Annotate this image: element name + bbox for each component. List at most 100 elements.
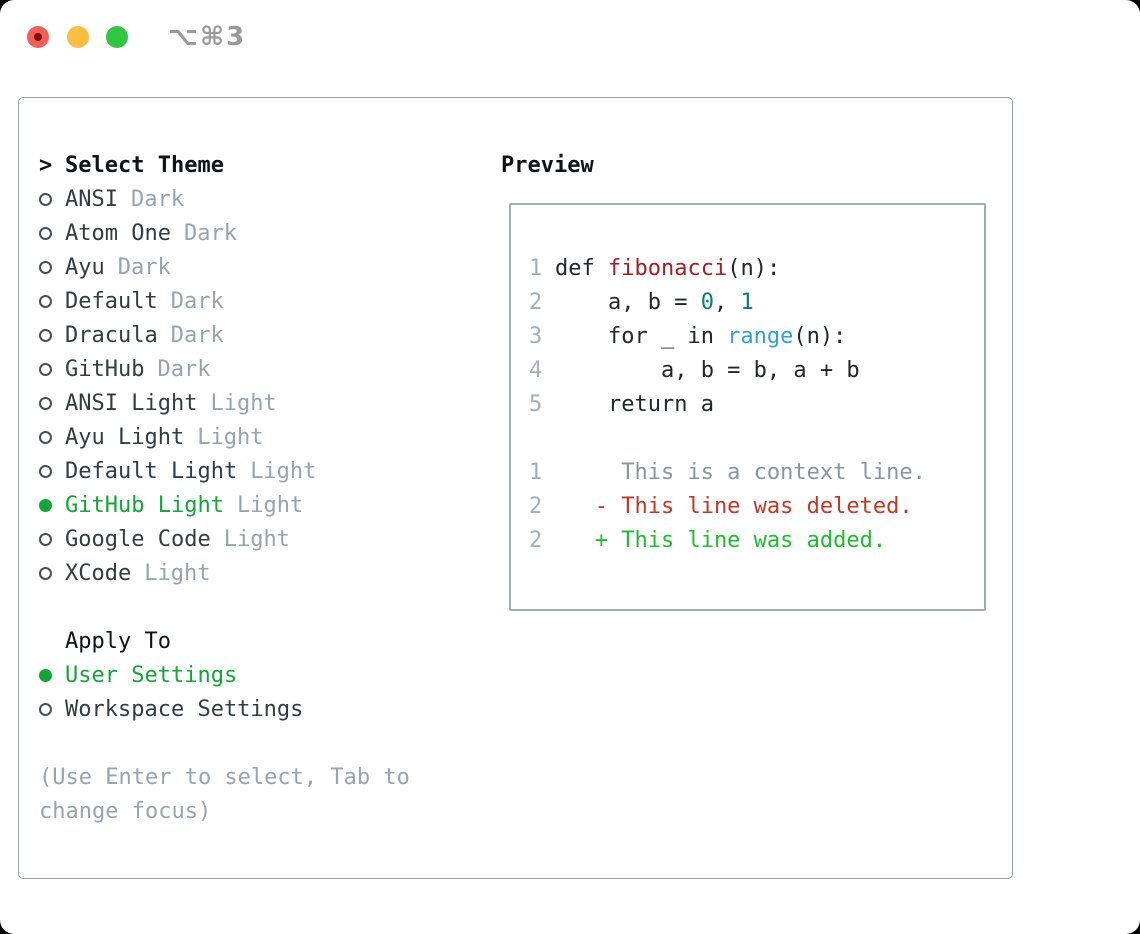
code-line: 2 a, b = 0, 1 — [529, 286, 984, 320]
option-label: XCode — [65, 561, 132, 586]
line-number: 1 — [529, 460, 543, 485]
apply-option[interactable]: User Settings — [39, 659, 489, 693]
theme-option[interactable]: ANSI Dark — [39, 183, 489, 217]
radio-icon — [39, 703, 52, 716]
radio-icon — [39, 261, 52, 274]
radio-icon — [39, 363, 52, 376]
option-label: Atom One — [65, 221, 171, 246]
option-label: User Settings — [65, 663, 238, 688]
apply-to-header: Apply To — [39, 625, 489, 659]
radio-icon — [39, 193, 52, 206]
radio-selected-icon — [39, 669, 52, 682]
option-variant: Light — [197, 425, 264, 450]
select-theme-title: Select Theme — [65, 153, 224, 178]
spacer — [39, 727, 489, 761]
line-content: return a — [555, 392, 714, 417]
help-line-1: (Use Enter to select, Tab to — [39, 765, 410, 790]
code-line: 1 def fibonacci(n): — [529, 252, 984, 286]
option-label: ANSI — [65, 187, 118, 212]
option-variant: Dark — [130, 187, 184, 212]
line-content: a, b = b, a + b — [555, 358, 860, 383]
code-line: 5 return a — [529, 388, 984, 422]
radio-icon — [39, 465, 52, 478]
option-label: Ayu Light — [65, 425, 185, 450]
select-theme-header: > Select Theme — [39, 149, 489, 183]
spacer — [39, 591, 489, 625]
radio-icon — [39, 295, 52, 308]
option-variant: Light — [144, 561, 211, 586]
theme-option[interactable]: Google Code Light — [39, 523, 489, 557]
option-variant: Dark — [183, 221, 237, 246]
line-content: def fibonacci(n): — [555, 256, 781, 281]
option-variant: Light — [223, 527, 290, 552]
option-variant: Dark — [170, 323, 224, 348]
line-number: 2 — [529, 290, 543, 315]
theme-option[interactable]: Dracula Dark — [39, 319, 489, 353]
close-button[interactable] — [27, 26, 49, 48]
line-number: 2 — [529, 494, 543, 519]
theme-option[interactable]: Default Dark — [39, 285, 489, 319]
zoom-button[interactable] — [106, 26, 128, 48]
preview-title: Preview — [501, 153, 594, 178]
option-variant: Light — [236, 493, 304, 518]
code-line: 2 + This line was added. — [529, 524, 984, 558]
option-variant: Dark — [170, 289, 224, 314]
radio-icon — [39, 329, 52, 342]
theme-option[interactable]: Ayu Light Light — [39, 421, 489, 455]
theme-option[interactable]: GitHub Dark — [39, 353, 489, 387]
help-text: (Use Enter to select, Tab to change focu… — [39, 761, 489, 829]
option-label: ANSI Light — [65, 391, 198, 416]
option-variant: Dark — [117, 255, 171, 280]
line-number — [529, 422, 542, 456]
theme-option[interactable]: Ayu Dark — [39, 251, 489, 285]
line-content: - This line was deleted. — [555, 494, 913, 519]
code-line: 2 - This line was deleted. — [529, 490, 984, 524]
line-content: + This line was added. — [555, 528, 887, 553]
apply-to-title: Apply To — [65, 629, 171, 654]
theme-option[interactable]: ANSI Light Light — [39, 387, 489, 421]
line-number: 1 — [529, 256, 543, 281]
code-line: 3 for _ in range(n): — [529, 320, 984, 354]
theme-option[interactable]: Atom One Dark — [39, 217, 489, 251]
window-title-shortcut: ⌥⌘3 — [168, 22, 247, 52]
code-line: 1 This is a context line. — [529, 456, 984, 490]
option-label: Ayu — [65, 255, 105, 280]
option-label: Default — [65, 289, 158, 314]
line-number: 3 — [529, 324, 543, 349]
line-number: 2 — [529, 528, 543, 553]
option-label: Workspace Settings — [65, 697, 304, 722]
line-content: This is a context line. — [555, 460, 926, 485]
line-content: for _ in range(n): — [555, 324, 847, 349]
line-content: a, b = 0, 1 — [555, 290, 754, 315]
option-variant: Dark — [157, 357, 211, 382]
option-variant: Light — [210, 391, 277, 416]
apply-option[interactable]: Workspace Settings — [39, 693, 489, 727]
theme-option[interactable]: GitHub Light Light — [39, 489, 489, 523]
line-number: 4 — [529, 358, 543, 383]
option-variant: Light — [250, 459, 317, 484]
radio-selected-icon — [39, 499, 52, 512]
cursor-icon: > — [39, 153, 53, 178]
minimize-button[interactable] — [67, 26, 89, 48]
radio-icon — [39, 567, 52, 580]
radio-icon — [39, 227, 52, 240]
code-line — [529, 422, 984, 456]
option-label: GitHub — [65, 357, 145, 382]
line-number: 5 — [529, 392, 543, 417]
radio-icon — [39, 397, 52, 410]
radio-icon — [39, 533, 52, 546]
code-line: 4 a, b = b, a + b — [529, 354, 984, 388]
option-label: Google Code — [65, 527, 211, 552]
option-label: Dracula — [65, 323, 158, 348]
close-dot-icon — [34, 33, 42, 41]
theme-option[interactable]: XCode Light — [39, 557, 489, 591]
radio-icon — [39, 431, 52, 444]
option-label: GitHub Light — [65, 493, 224, 518]
